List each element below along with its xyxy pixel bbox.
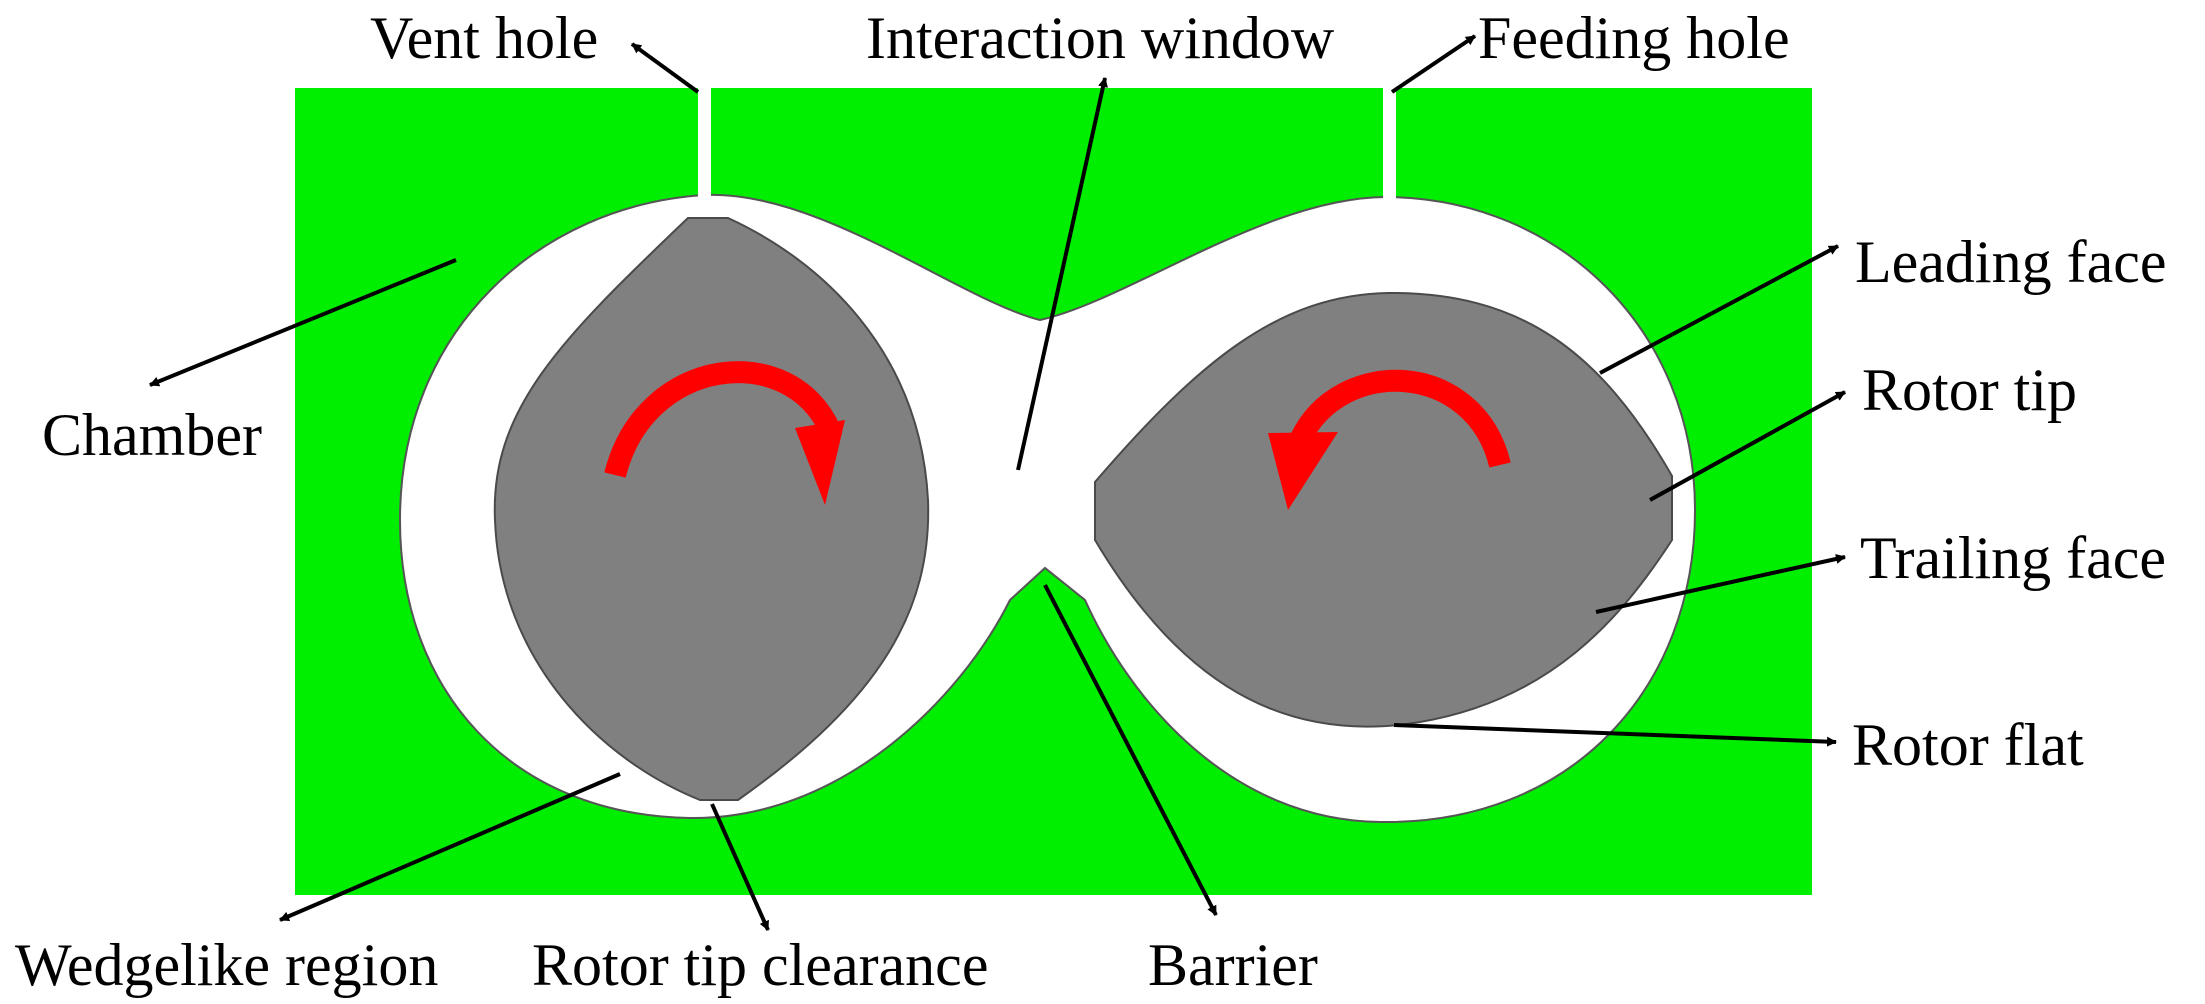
right-rotor-counterclockwise-arrowhead (1268, 432, 1338, 510)
leading-face-leader (1599, 244, 1839, 375)
wedgelike-region-label: Wedgelike region (15, 932, 438, 998)
vent-hole-label: Vent hole (370, 5, 598, 71)
rotor-tip-leader (1649, 390, 1846, 502)
rotor-tip-clearance-label: Rotor tip clearance (532, 932, 988, 998)
rotor-tip-label: Rotor tip (1862, 357, 2077, 423)
left-rotor (493, 217, 930, 801)
barrier-leader (1043, 584, 1218, 916)
feeding-hole-leader (1390, 34, 1477, 94)
interaction-window-label: Interaction window (866, 5, 1335, 71)
feeding-hole-label: Feeding hole (1478, 5, 1790, 71)
right-rotor (1094, 291, 1673, 728)
interaction-window-leader (1016, 77, 1108, 471)
rotor-flat-leader (1393, 723, 1837, 747)
trailing-face-leader (1595, 554, 1846, 614)
trailing-face-label: Trailing face (1860, 525, 2166, 591)
barrier-label: Barrier (1148, 932, 1318, 998)
right-rotor-counterclockwise-arrow (1290, 369, 1511, 468)
feeding-hole-slot (1383, 88, 1396, 200)
left-rotor-clockwise-arrowhead (795, 420, 845, 505)
vent-hole-leader (630, 42, 700, 94)
rotor-flat-label: Rotor flat (1852, 712, 2084, 778)
leading-face-label: Leading face (1855, 229, 2166, 295)
wedgelike-region-leader (279, 772, 621, 922)
rotor-tip-clearance-leader (710, 803, 770, 931)
chamber-leader (149, 258, 457, 387)
left-rotor-clockwise-arrow (604, 361, 841, 478)
vent-hole-slot (698, 88, 711, 198)
chamber-label: Chamber (42, 402, 262, 468)
